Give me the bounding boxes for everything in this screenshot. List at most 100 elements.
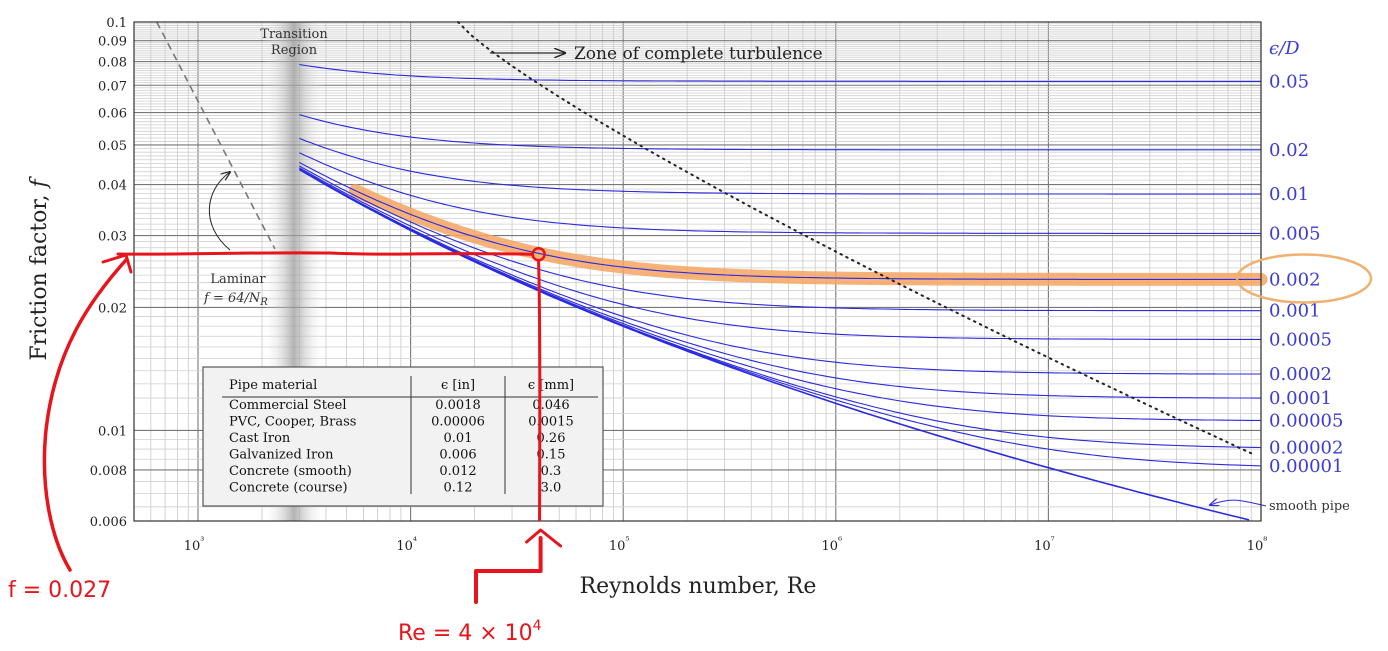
table-cell-material: Concrete (smooth): [229, 464, 352, 479]
friction-curve: [299, 162, 1261, 280]
f-reading-line: [116, 251, 535, 256]
plot-frame: [133, 21, 1262, 522]
table-header: ϵ [mm]: [528, 378, 574, 393]
y-tick-label: 0.08: [98, 56, 127, 71]
overlay-layer: Laminar f = 64/NR Zone of complete turbule…: [156, 21, 1256, 456]
friction-curve: [299, 114, 1261, 151]
y-tick-label: 0.03: [98, 230, 127, 245]
x-tick-label: 10⁵: [609, 536, 630, 554]
transition-label: Transition: [260, 27, 328, 42]
friction-curve: [299, 63, 1261, 82]
pipe-material-table: Pipe material ϵ [in] ϵ [mm] Commercial Stee…: [202, 366, 604, 507]
eps-label: 0.00005: [1269, 410, 1343, 431]
table-cell-mm: 3.0: [541, 481, 562, 496]
y-axis-title-symbol: f: [27, 175, 52, 189]
x-tick-exponent: ⁸: [1263, 536, 1267, 547]
re-arrowhead: [525, 528, 563, 548]
eps-label: 0.00002: [1269, 437, 1343, 458]
zone-label: Zone of complete turbulence: [574, 44, 823, 64]
eps-label: 0.02: [1269, 140, 1309, 161]
table-cell-mm: 0.15: [537, 448, 566, 463]
friction-curve: [299, 168, 1261, 375]
x-tick-exponent: ⁶: [838, 536, 842, 547]
table-cell-material: PVC, Cooper, Brass: [229, 415, 356, 430]
x-tick-label: 10⁴: [396, 536, 417, 554]
y-tick-label: 0.008: [90, 464, 127, 479]
re-reading-line: [537, 259, 542, 522]
table-cell-in: 0.01: [444, 431, 473, 446]
smooth-pipe-arrow: [1210, 500, 1267, 507]
laminar-line: [156, 21, 276, 250]
friction-curve: [299, 165, 1261, 312]
transition-label: Region: [271, 43, 318, 58]
laminar-subscript: R: [259, 297, 268, 308]
y-tick-label: 0.05: [98, 139, 127, 154]
table-header: Pipe material: [229, 378, 317, 393]
re-value-label: Re = 4 × 104: [398, 618, 542, 646]
table-header: ϵ [in]: [441, 378, 475, 393]
re-value-exponent: 4: [533, 618, 542, 634]
y-tick-label: 0.09: [98, 35, 127, 50]
friction-curve: [299, 152, 1261, 234]
x-tick-label: 10³: [184, 536, 205, 554]
table-box: [202, 366, 604, 507]
y-tick-label: 0.06: [98, 107, 127, 122]
x-tick-exponent: ³: [200, 536, 204, 547]
eps-label: 0.001: [1269, 301, 1321, 322]
laminar-formula: f = 64/NR: [203, 291, 268, 308]
f-pointer-curve: [42, 258, 128, 572]
eps-label: 0.00001: [1269, 456, 1343, 477]
table-cell-in: 0.006: [439, 448, 476, 463]
friction-curve: [299, 137, 1261, 195]
f-arrowhead: [101, 253, 133, 274]
highlight-oval: [1235, 253, 1373, 304]
eps-label: 0.005: [1269, 223, 1321, 244]
table-cell-in: 0.12: [444, 481, 473, 496]
table-cell-in: 0.0018: [435, 398, 481, 413]
friction-curves: 0.05 0.02 0.01 0.005 0.002 0.001 0.0005 0.0002 0…: [298, 38, 1350, 521]
x-tick-exponent: ⁵: [625, 536, 629, 547]
x-tick-exponent: ⁴: [413, 536, 417, 547]
x-axis-title: Reynolds number, Re: [580, 574, 817, 599]
table-cell-mm: 0.3: [541, 464, 562, 479]
eps-label: 0.05: [1269, 71, 1309, 92]
x-tick-label: 10⁷: [1034, 536, 1055, 554]
x-tick-label: 10⁶: [822, 536, 843, 554]
table-cell-in: 0.00006: [431, 415, 485, 430]
y-tick-label: 0.1: [106, 16, 127, 31]
complete-turbulence-line: [457, 21, 1256, 456]
table-cell-material: Cast Iron: [229, 431, 291, 446]
y-tick-label: 0.01: [98, 424, 127, 439]
y-axis-title-main: Friction factor,: [27, 187, 52, 360]
re-pointer-path: [474, 536, 543, 604]
friction-curve: [299, 167, 1261, 340]
table-cell-in: 0.012: [439, 464, 476, 479]
y-tick-label: 0.07: [98, 79, 127, 94]
y-tick-label: 0.04: [98, 179, 127, 194]
f-value-label: f = 0.027: [8, 578, 111, 603]
intersection-marker: [531, 246, 546, 262]
eps-label: 0.01: [1269, 184, 1309, 205]
eps-label: 0.0005: [1269, 329, 1332, 350]
laminar-arrow: [208, 172, 230, 251]
red-annotations: f = 0.027 Re = 4 × 104: [8, 246, 1373, 646]
smooth-pipe-label: smooth pipe: [1269, 499, 1350, 514]
axes: 0.10.090.080.070.060.050.040.030.020.010…: [27, 16, 1267, 599]
y-tick-label: 0.006: [90, 515, 127, 530]
eps-label: 0.0001: [1269, 388, 1332, 409]
y-tick-label: 0.02: [98, 301, 127, 316]
x-tick-label: 10⁸: [1247, 536, 1268, 554]
table-cell-mm: 0.26: [537, 431, 566, 446]
laminar-label: Laminar: [210, 272, 266, 287]
y-axis-title: Friction factor, f: [27, 175, 52, 360]
table-cell-mm: 0.046: [532, 398, 569, 413]
table-cell-material: Concrete (course): [229, 481, 348, 496]
table-cell-material: Galvanized Iron: [229, 448, 334, 463]
table-cell-mm: 0.0015: [528, 415, 574, 430]
eps-label: 0.0002: [1269, 364, 1332, 385]
table-cell-material: Commercial Steel: [229, 398, 347, 413]
x-tick-exponent: ⁷: [1051, 536, 1055, 547]
eps-header: ϵ/D: [1269, 38, 1300, 59]
eps-label: 0.002: [1269, 269, 1321, 290]
